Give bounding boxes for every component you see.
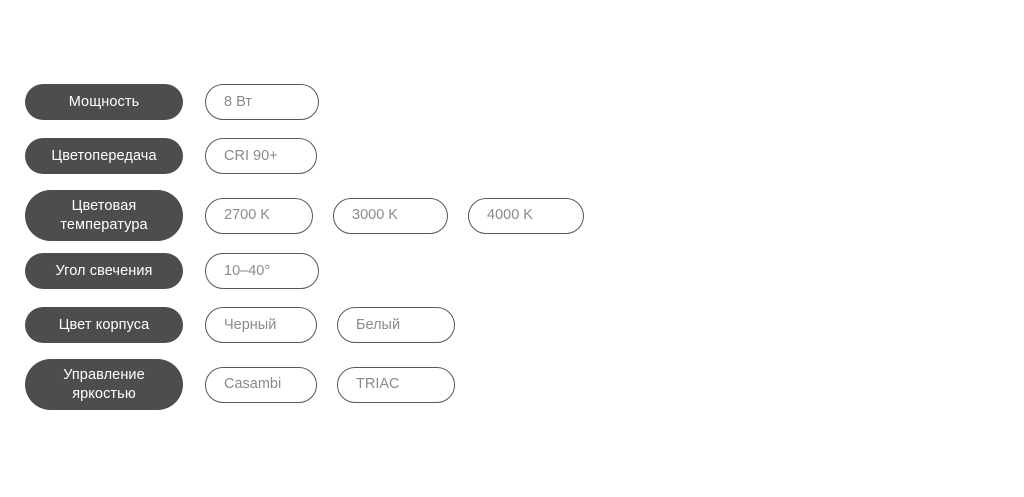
spec-label-dimming-control: Управление яркостью (25, 359, 183, 410)
spec-value-dimming-control-triac[interactable]: TRIAC (337, 366, 455, 403)
spec-label-housing-color: Цвет корпуса (25, 307, 183, 343)
spec-values-power: 8 Вт (205, 84, 319, 120)
spec-label-cri: Цветопередача (25, 138, 183, 174)
spec-row-housing-color: Цвет корпуса Черный Белый (25, 307, 455, 343)
spec-values-cri: CRI 90+ (205, 138, 317, 174)
spec-row-color-temperature: Цветовая температура 2700 K 3000 K 4000 … (25, 190, 584, 241)
spec-value-color-temperature-3000k[interactable]: 3000 K (333, 197, 448, 234)
spec-values-beam-angle: 10–40° (205, 253, 319, 289)
spec-value-color-temperature-4000k[interactable]: 4000 K (468, 197, 584, 234)
spec-value-housing-color-black[interactable]: Черный (205, 307, 317, 343)
spec-value-dimming-control-casambi[interactable]: Casambi (205, 366, 317, 403)
spec-row-dimming-control: Управление яркостью Casambi TRIAC (25, 359, 455, 410)
spec-label-beam-angle-line-1: Угол свечения (55, 262, 153, 279)
spec-value-beam-angle-10-40[interactable]: 10–40° (205, 253, 319, 289)
spec-label-color-temperature: Цветовая температура (25, 190, 183, 241)
spec-value-cri-90plus[interactable]: CRI 90+ (205, 138, 317, 174)
spec-values-housing-color: Черный Белый (205, 307, 455, 343)
spec-label-power-line-1: Мощность (68, 93, 140, 110)
spec-label-dimming-control-line-2: яркостью (72, 385, 136, 402)
spec-values-dimming-control: Casambi TRIAC (205, 366, 455, 403)
spec-label-color-temperature-line-2: температура (60, 216, 148, 233)
spec-value-housing-color-white[interactable]: Белый (337, 307, 455, 343)
spec-label-power: Мощность (25, 84, 183, 120)
spec-value-color-temperature-2700k[interactable]: 2700 K (205, 197, 313, 234)
spec-label-cri-line-1: Цветопередача (51, 147, 157, 164)
spec-label-color-temperature-line-1: Цветовая (71, 197, 137, 214)
spec-row-cri: Цветопередача CRI 90+ (25, 138, 317, 174)
spec-label-beam-angle: Угол свечения (25, 253, 183, 289)
spec-values-color-temperature: 2700 K 3000 K 4000 K (205, 197, 584, 234)
spec-value-power-8w[interactable]: 8 Вт (205, 84, 319, 120)
spec-label-housing-color-line-1: Цвет корпуса (58, 316, 150, 333)
spec-row-beam-angle: Угол свечения 10–40° (25, 253, 319, 289)
spec-label-dimming-control-line-1: Управление (63, 366, 145, 383)
spec-row-power: Мощность 8 Вт (25, 84, 319, 120)
